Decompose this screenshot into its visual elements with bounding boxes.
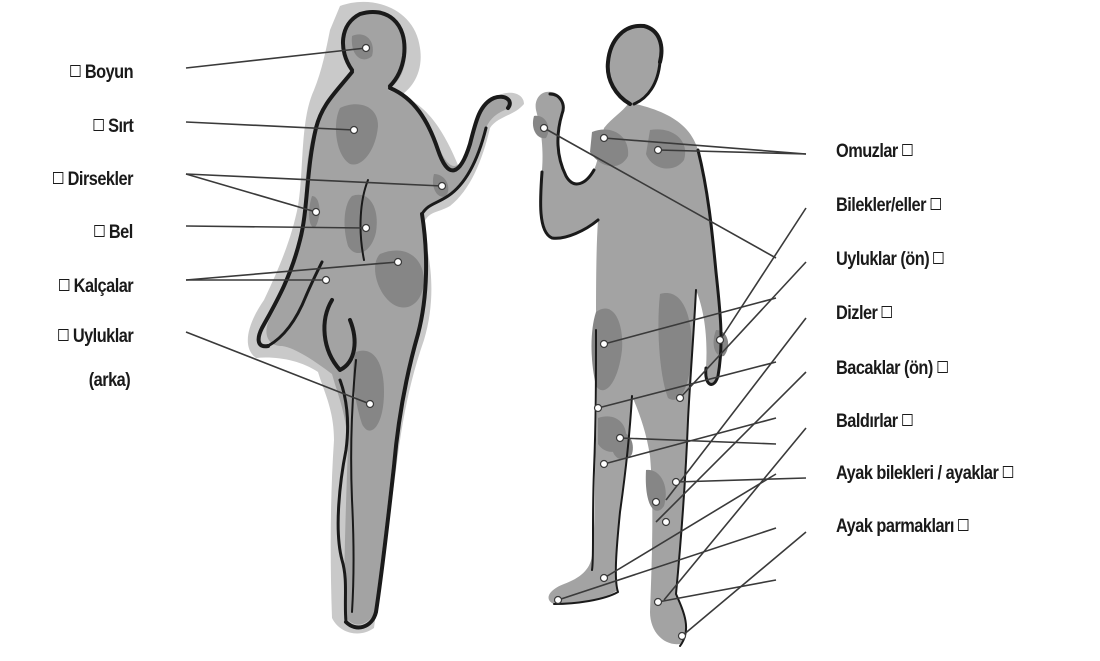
label-uyluklar-on: Uyluklar (ön) [836, 249, 948, 271]
label-sirt: Sırt [89, 116, 133, 138]
checkbox-icon[interactable] [1003, 466, 1013, 478]
label-text: (arka) [89, 370, 130, 391]
label-baldirlar: Baldırlar [836, 411, 917, 433]
label-kalcalar: Kalçalar [55, 276, 133, 298]
label-text: Kalçalar [74, 276, 133, 297]
label-uyluklar-arka: Uyluklar [54, 326, 133, 348]
label-text: Omuzlar [836, 141, 898, 162]
label-text: Boyun [85, 62, 133, 83]
label-text: Bilekler/eller [836, 195, 926, 216]
checkbox-icon[interactable] [902, 144, 912, 156]
checkbox-icon[interactable] [94, 225, 104, 237]
label-text: Uyluklar [73, 326, 133, 347]
checkbox-icon[interactable] [902, 414, 912, 426]
label-text: Uyluklar (ön) [836, 249, 929, 270]
label-text: Sırt [108, 116, 133, 137]
checkbox-icon[interactable] [59, 279, 69, 291]
label-text: Bel [109, 222, 133, 243]
label-omuzlar: Omuzlar [836, 141, 917, 163]
checkbox-icon[interactable] [58, 329, 68, 341]
label-dirsekler: Dirsekler [49, 169, 133, 191]
label-bilekler-eller: Bilekler/eller [836, 195, 945, 217]
label-text: Ayak parmakları [836, 516, 954, 537]
checkbox-icon[interactable] [930, 198, 940, 210]
label-text: Dirsekler [68, 169, 133, 190]
label-arka-suffix: (arka) [89, 370, 130, 392]
label-text: Baldırlar [836, 411, 898, 432]
checkbox-icon[interactable] [882, 306, 892, 318]
label-text: Ayak bilekleri / ayaklar [836, 463, 998, 484]
label-text: Bacaklar (ön) [836, 358, 933, 379]
label-dizler: Dizler [836, 303, 896, 325]
label-bel: Bel [90, 222, 133, 244]
checkbox-icon[interactable] [93, 119, 103, 131]
label-text: Dizler [836, 303, 877, 324]
checkbox-icon[interactable] [70, 65, 80, 77]
checkbox-icon[interactable] [958, 519, 968, 531]
label-bacaklar-on: Bacaklar (ön) [836, 358, 952, 380]
checkbox-icon[interactable] [53, 172, 63, 184]
back-view-figure [248, 2, 524, 634]
label-ayak-parmaklari: Ayak parmakları [836, 516, 973, 538]
checkbox-icon[interactable] [933, 252, 943, 264]
label-boyun: Boyun [66, 62, 133, 84]
label-ayak-bilekleri: Ayak bilekleri / ayaklar [836, 463, 1017, 485]
checkbox-icon[interactable] [937, 361, 947, 373]
